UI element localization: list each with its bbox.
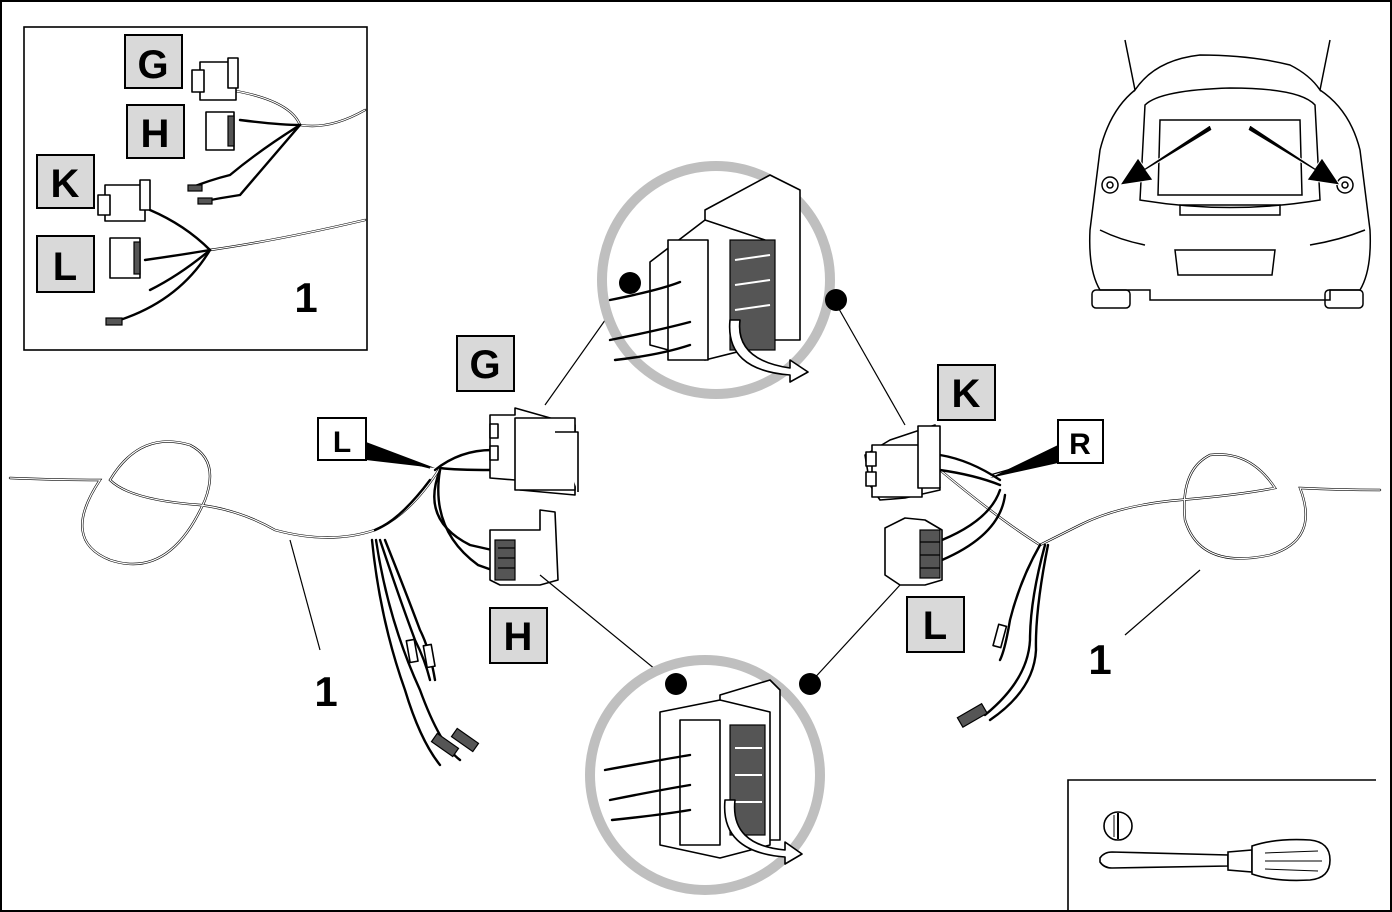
harness-number-right: 1 [1088, 636, 1111, 683]
inset-connector-l [109, 237, 141, 279]
callout-dot [619, 272, 641, 294]
callout-dot [825, 289, 847, 311]
connector-k [864, 424, 941, 501]
label-k: K [952, 372, 981, 416]
wire-terminal [422, 643, 436, 669]
inset-label-h-box [126, 104, 185, 159]
inset-terminal [105, 317, 123, 326]
detail-circle-bottom [585, 655, 825, 895]
inset-label-h: H [141, 112, 170, 156]
callout-dot [799, 673, 821, 695]
inset-label-l: L [53, 245, 77, 289]
side-tag-left: L [317, 417, 435, 468]
wire-terminal [956, 702, 988, 729]
inset-label-k: K [51, 162, 80, 206]
screwdriver-icon [1099, 838, 1331, 882]
inset-label-g-box [124, 34, 183, 89]
side-tag-right-label: R [1069, 428, 1091, 461]
connector-h [489, 509, 559, 586]
connector-l [884, 517, 943, 586]
inset-terminal [197, 197, 213, 205]
wire-terminal [405, 638, 419, 664]
label-k-box [937, 364, 996, 421]
harness-number-left: 1 [314, 668, 337, 715]
inset-label-l-box [36, 235, 95, 293]
inset-label-k-box [36, 154, 95, 209]
inset-number-1: 1 [294, 274, 317, 321]
label-l-box [906, 596, 965, 653]
detail-circle-top [597, 161, 847, 399]
wire-terminal [430, 732, 460, 758]
side-tag-right: R [990, 419, 1104, 478]
flat-blade-icon [1103, 811, 1133, 841]
label-h-box [489, 607, 548, 664]
connector-g [489, 407, 579, 496]
label-g: G [469, 343, 500, 387]
side-tag-left-label: L [333, 426, 351, 459]
label-l: L [923, 604, 947, 648]
right-harness [938, 453, 1382, 729]
label-g-box [456, 335, 515, 392]
callout-dot [665, 673, 687, 695]
inset-label-g: G [137, 43, 168, 87]
inset-connector-h [205, 111, 235, 151]
tool-box [1067, 779, 1376, 912]
inset-terminal [187, 184, 203, 192]
wire-terminal [992, 623, 1008, 649]
inset-connector-k [97, 179, 151, 222]
left-harness [8, 440, 494, 767]
arrow-icon [1118, 124, 1342, 186]
wire-terminal [450, 727, 480, 753]
inset-overview: G H K L 1 [23, 26, 368, 351]
label-h: H [504, 615, 533, 659]
inset-connector-g [191, 57, 239, 101]
